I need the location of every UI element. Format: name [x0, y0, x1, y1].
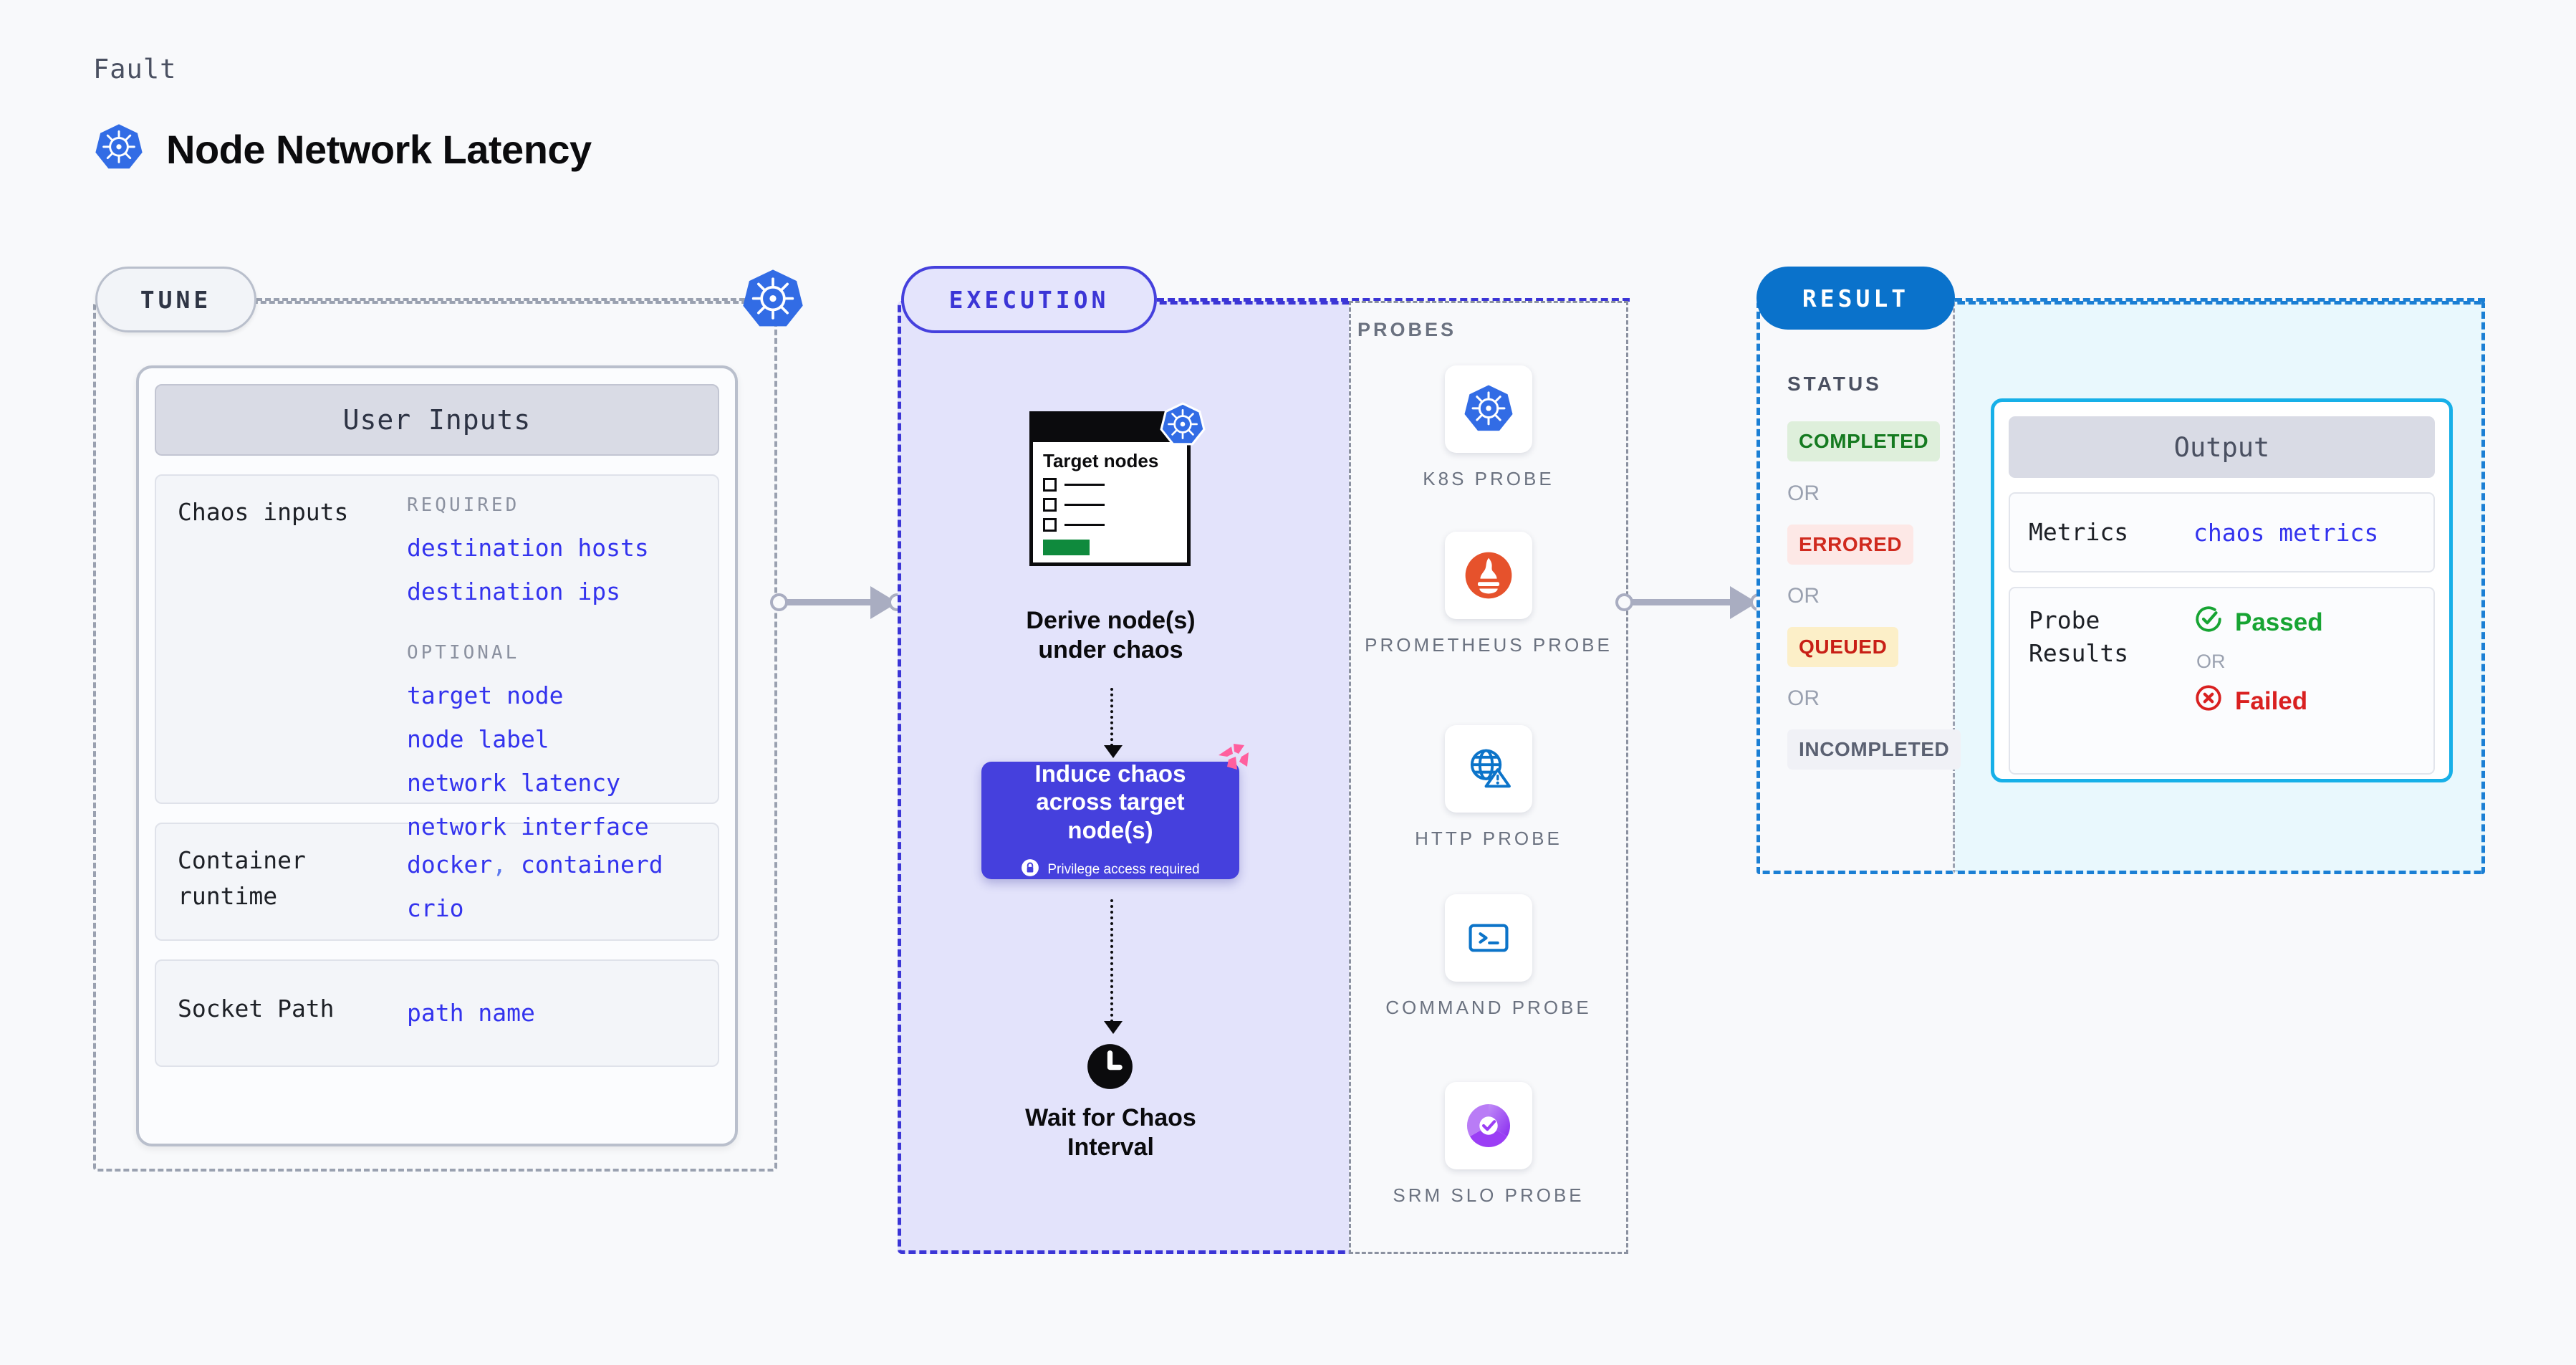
checkbox-icon: [1043, 477, 1057, 492]
probe-label: K8S PROBE: [1423, 468, 1554, 489]
page-header: Node Network Latency: [93, 122, 592, 176]
probe-label: COMMAND PROBE: [1385, 997, 1592, 1018]
chaos-inputs-label: Chaos inputs: [178, 498, 349, 526]
probe-label: SRM SLO PROBE: [1393, 1184, 1585, 1206]
runtime-crio[interactable]: crio: [407, 894, 464, 923]
probe-command[interactable]: COMMAND PROBE: [1349, 894, 1628, 1022]
or-separator: OR: [1787, 686, 1820, 710]
container-runtime-values-line1: docker, containerd: [407, 843, 696, 886]
probe-http[interactable]: HTTP PROBE: [1349, 725, 1628, 853]
output-title: Output: [2009, 416, 2435, 478]
passed-label: Passed: [2235, 608, 2323, 636]
tune-stage-boundary: [93, 301, 777, 1172]
line-placeholder: [1064, 503, 1105, 506]
arrow-derive-to-induce: [1104, 688, 1123, 758]
srm-slo-icon: [1445, 1082, 1532, 1169]
probe-result-failed: Failed: [2193, 683, 2415, 719]
status-badge-completed: COMPLETED: [1787, 421, 1941, 461]
status-badge-queued: QUEUED: [1787, 627, 1899, 667]
x-circle-icon: [2193, 683, 2224, 719]
result-status-boundary: [1756, 301, 1955, 874]
failed-label: Failed: [2235, 686, 2308, 715]
list-item: [1043, 477, 1177, 492]
privilege-note: Privilege access required: [1021, 858, 1200, 881]
probe-k8s[interactable]: K8S PROBE: [1349, 365, 1628, 493]
optional-group-label: OPTIONAL: [407, 642, 520, 664]
green-bar-indicator: [1043, 539, 1090, 555]
input-node-label[interactable]: node label: [407, 725, 549, 754]
runtime-separator: ,: [492, 851, 507, 878]
status-label: STATUS: [1787, 373, 1882, 395]
chaos-inputs-section: Chaos inputs REQUIRED destination hosts …: [155, 474, 719, 840]
probe-results-label: Probe Results: [2029, 606, 2129, 668]
input-destination-ips[interactable]: destination ips: [407, 578, 621, 606]
kubernetes-icon: [1159, 401, 1206, 449]
or-separator: OR: [1787, 482, 1820, 505]
page-eyebrow: Fault: [93, 54, 177, 85]
required-group-label: REQUIRED: [407, 494, 520, 516]
probe-label: PROMETHEUS PROBE: [1365, 634, 1613, 656]
induce-chaos-step[interactable]: Induce chaos across target node(s) Privi…: [981, 760, 1239, 881]
target-nodes-card: Target nodes: [1029, 411, 1191, 566]
http-globe-warning-icon: [1445, 725, 1532, 813]
kubernetes-icon: [1445, 365, 1532, 453]
clock-icon: [1086, 1043, 1134, 1091]
input-destination-hosts[interactable]: destination hosts: [407, 534, 649, 562]
line-placeholder: [1064, 483, 1105, 486]
user-inputs-card: User Inputs Chaos inputs REQUIRED destin…: [136, 365, 738, 1146]
checkbox-icon: [1043, 497, 1057, 512]
probes-label: PROBES: [1357, 319, 1457, 340]
derive-nodes-step-label: Derive node(s) under chaos: [1026, 607, 1196, 664]
socket-path-section: Socket Path path name: [155, 959, 719, 1067]
tune-stage-pill[interactable]: TUNE: [95, 267, 256, 332]
line-placeholder: [1064, 523, 1105, 526]
probe-result-passed: Passed: [2193, 604, 2415, 641]
user-inputs-title: User Inputs: [155, 384, 719, 456]
harness-logo-icon: [1217, 742, 1250, 774]
container-runtime-section: Container runtime docker, containerd cri…: [155, 823, 719, 941]
lock-icon: [1021, 858, 1039, 881]
probe-results-row: Probe Results Passed OR: [2009, 587, 2435, 775]
check-circle-icon: [2193, 604, 2224, 641]
connector-execution-to-result: [1615, 580, 1769, 623]
execution-top-dash-line: [1157, 298, 1630, 302]
terminal-icon: [1445, 894, 1532, 982]
or-separator: OR: [1787, 584, 1820, 608]
status-badge-errored: ERRORED: [1787, 525, 1914, 565]
tune-top-dash-line: [256, 298, 771, 301]
target-nodes-title: Target nodes: [1043, 450, 1159, 471]
probe-label: HTTP PROBE: [1415, 828, 1562, 849]
result-stage-pill[interactable]: RESULT: [1756, 267, 1955, 330]
metrics-row: Metrics chaos metrics: [2009, 492, 2435, 573]
or-separator: OR: [2196, 651, 2226, 672]
list-item: [1043, 517, 1177, 532]
result-top-dash-line: [1955, 298, 2485, 302]
arrow-induce-to-wait: [1104, 899, 1123, 1034]
list-item: [1043, 497, 1177, 512]
container-runtime-label: Container runtime: [178, 846, 306, 910]
input-network-interface[interactable]: network interface: [407, 813, 649, 841]
socket-path-value[interactable]: path name: [407, 999, 535, 1028]
kubernetes-icon: [740, 267, 806, 332]
input-network-latency[interactable]: network latency: [407, 769, 621, 798]
page-title: Node Network Latency: [166, 126, 592, 172]
socket-path-label: Socket Path: [178, 995, 335, 1023]
probe-srm-slo[interactable]: SRM SLO PROBE: [1349, 1082, 1628, 1210]
output-card: Output Metrics chaos metrics Probe Resul…: [1991, 398, 2453, 782]
connector-tune-to-execution: [770, 580, 906, 623]
induce-chaos-label: Induce chaos across target node(s): [1034, 760, 1186, 843]
status-badge-incompleted: INCOMPLETED: [1787, 729, 1961, 770]
wait-chaos-step-label: Wait for Chaos Interval: [1025, 1104, 1196, 1162]
metrics-label: Metrics: [2029, 517, 2129, 546]
privilege-note-text: Privilege access required: [1047, 862, 1200, 878]
runtime-containerd[interactable]: containerd: [520, 851, 663, 878]
probe-prometheus[interactable]: PROMETHEUS PROBE: [1349, 532, 1628, 659]
runtime-docker[interactable]: docker: [407, 851, 493, 878]
kubernetes-icon: [93, 122, 145, 176]
input-target-node[interactable]: target node: [407, 681, 564, 710]
prometheus-icon: [1445, 532, 1532, 619]
metrics-value[interactable]: chaos metrics: [2193, 518, 2379, 547]
checkbox-icon: [1043, 517, 1057, 532]
execution-stage-pill[interactable]: EXECUTION: [901, 266, 1157, 333]
